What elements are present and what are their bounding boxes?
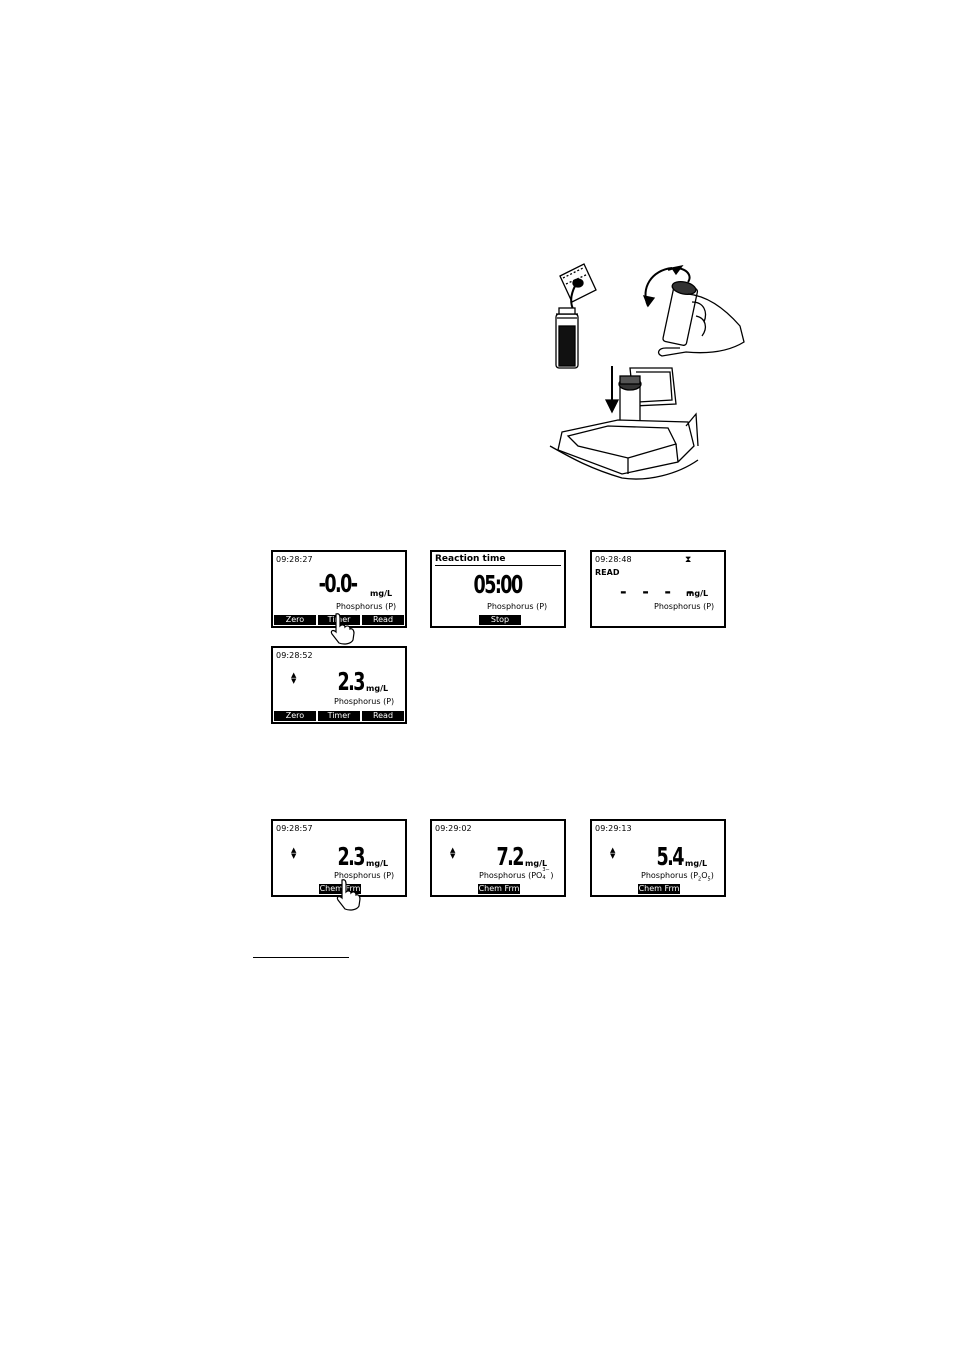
clock-time: 09:28:48 bbox=[595, 555, 632, 564]
hourglass-icon: ⧗ bbox=[685, 555, 692, 565]
unit-label: mg/L bbox=[370, 589, 393, 598]
shake-vial-icon bbox=[642, 265, 745, 357]
footnote-rule bbox=[253, 957, 349, 958]
parameter-label: Phosphorus (P) bbox=[336, 602, 397, 611]
stop-softkey[interactable]: Stop bbox=[479, 615, 521, 625]
clock-time: 09:29:02 bbox=[435, 824, 472, 833]
parameter-label: Phosphorus (P2O5) bbox=[641, 871, 714, 883]
reading-placeholder: - - - - bbox=[620, 582, 699, 601]
reagent-pack-icon bbox=[559, 263, 597, 312]
unit-label: mg/L bbox=[366, 859, 389, 868]
lcd-screen-chem-form-p2o5: 09:29:13 ▲▼ 5.4 mg/L Phosphorus (P2O5) C… bbox=[590, 819, 726, 897]
reading-value: -0.0- bbox=[319, 569, 358, 598]
meter-insert-icon bbox=[549, 366, 699, 480]
unit-label: mg/L bbox=[686, 589, 709, 598]
status-label: READ bbox=[595, 568, 620, 577]
up-down-arrows-icon: ▲▼ bbox=[291, 846, 297, 860]
reading-value: 5.4 bbox=[656, 842, 685, 871]
reading-value: 2.3 bbox=[337, 842, 366, 871]
zero-softkey[interactable]: Zero bbox=[274, 615, 316, 625]
zero-softkey[interactable]: Zero bbox=[274, 711, 316, 721]
clock-time: 09:28:52 bbox=[276, 651, 313, 660]
pointing-finger-icon bbox=[336, 879, 361, 911]
chem-form-softkey[interactable]: Chem Frm bbox=[319, 884, 361, 894]
parameter-label: Phosphorus (P) bbox=[654, 602, 715, 611]
read-softkey[interactable]: Read bbox=[362, 615, 404, 625]
lcd-screen-result: 09:28:52 ▲▼ 2.3 mg/L Phosphorus (P) Zero… bbox=[271, 646, 407, 724]
countdown-value: 05:00 bbox=[473, 570, 524, 599]
sample-vial-icon bbox=[555, 307, 579, 369]
clock-time: 09:28:57 bbox=[276, 824, 313, 833]
up-down-arrows-icon: ▲▼ bbox=[291, 671, 297, 685]
softkey-bar: Zero Timer Read bbox=[274, 711, 404, 721]
parameter-label: Phosphorus (P) bbox=[334, 871, 395, 880]
clock-time: 09:29:13 bbox=[595, 824, 632, 833]
lcd-screen-chem-form-p: 09:28:57 ▲▼ 2.3 mg/L Phosphorus (P) Chem… bbox=[271, 819, 407, 897]
up-down-arrows-icon: ▲▼ bbox=[610, 846, 616, 860]
screen-title: Reaction time bbox=[435, 554, 561, 566]
unit-label: mg/L bbox=[685, 859, 708, 868]
read-softkey[interactable]: Read bbox=[362, 711, 404, 721]
procedure-illustration bbox=[549, 263, 745, 480]
unit-label: mg/L bbox=[366, 684, 389, 693]
chem-form-softkey[interactable]: Chem Frm bbox=[478, 884, 520, 894]
parameter-label: Phosphorus (P) bbox=[487, 602, 548, 611]
clock-time: 09:28:27 bbox=[276, 555, 313, 564]
unit-label: mg/L bbox=[525, 859, 548, 868]
pointing-finger-icon bbox=[330, 613, 355, 645]
lcd-screen-reaction-timer: Reaction time 05:00 Phosphorus (P) Stop bbox=[430, 550, 566, 628]
chem-form-softkey[interactable]: Chem Frm bbox=[638, 884, 680, 894]
up-down-arrows-icon: ▲▼ bbox=[450, 846, 456, 860]
reading-value: 2.3 bbox=[337, 667, 366, 696]
reading-value: 7.2 bbox=[496, 842, 525, 871]
lcd-screen-reading: 09:28:48 ⧗ READ - - - - mg/L Phosphorus … bbox=[590, 550, 726, 628]
parameter-label: Phosphorus (P) bbox=[334, 697, 395, 706]
timer-softkey[interactable]: Timer bbox=[318, 711, 360, 721]
